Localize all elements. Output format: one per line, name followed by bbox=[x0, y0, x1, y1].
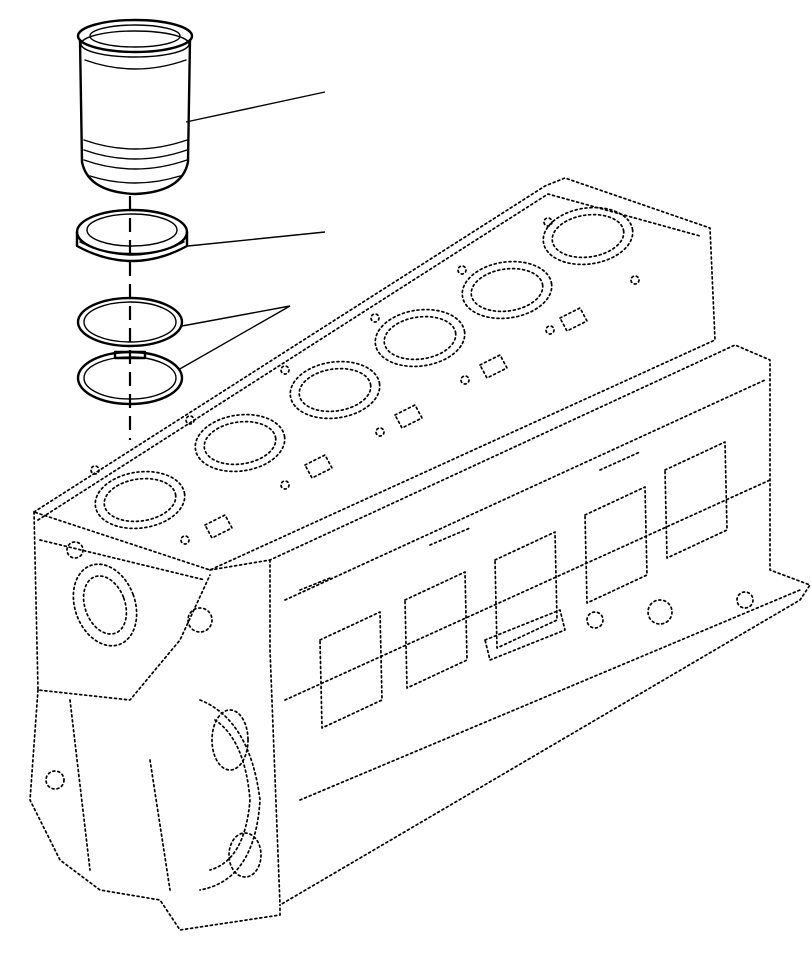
engine-block-icon bbox=[29, 177, 811, 931]
cylinder-liner-icon bbox=[76, 18, 194, 196]
leader-o-ring-lower bbox=[177, 305, 291, 371]
liner-flange-ring-icon bbox=[75, 208, 189, 263]
leader-lines bbox=[177, 91, 326, 371]
leader-o-ring-upper bbox=[181, 305, 291, 327]
leader-flange bbox=[187, 231, 326, 247]
leader-liner bbox=[185, 91, 326, 123]
